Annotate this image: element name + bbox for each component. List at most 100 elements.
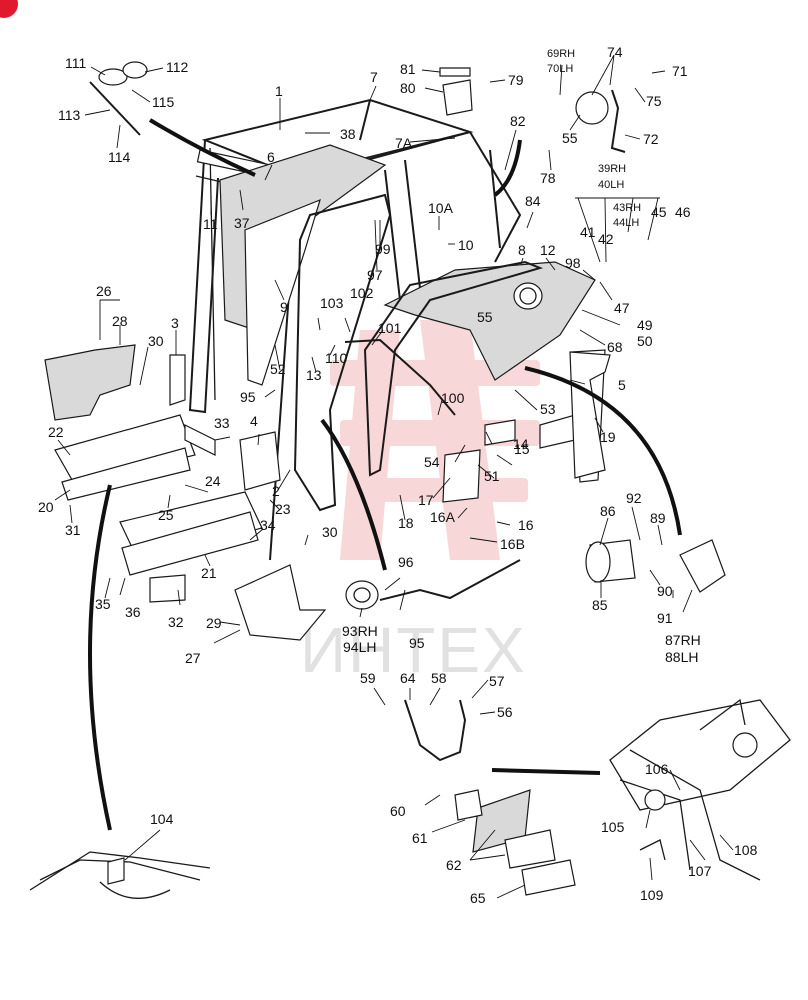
callout-36: 36 bbox=[125, 604, 141, 620]
callout-55-top: 55 bbox=[562, 130, 578, 146]
fuse-box bbox=[454, 789, 576, 896]
callout-29: 29 bbox=[206, 615, 222, 631]
callout-99: 99 bbox=[375, 241, 391, 257]
callout-87rh: 87RH bbox=[665, 632, 701, 648]
callout-74: 74 bbox=[607, 44, 623, 60]
callout-92: 92 bbox=[626, 490, 642, 506]
callout-104: 104 bbox=[150, 811, 174, 827]
callout-78: 78 bbox=[540, 170, 556, 186]
callout-75: 75 bbox=[646, 93, 662, 109]
callout-7: 7 bbox=[370, 69, 378, 85]
rear-fender bbox=[383, 261, 596, 381]
handle-80 bbox=[439, 67, 473, 116]
callout-19: 19 bbox=[600, 429, 616, 445]
corner-badge bbox=[0, 0, 18, 18]
callout-44lh: 44LH bbox=[613, 217, 639, 229]
wiring-harness bbox=[344, 338, 761, 881]
callout-11: 11 bbox=[203, 216, 218, 232]
callout-110: 110 bbox=[325, 350, 348, 366]
callout-107: 107 bbox=[688, 863, 712, 879]
callout-24: 24 bbox=[205, 473, 221, 489]
callout-30-lower: 30 bbox=[322, 524, 338, 540]
callout-14: 14 bbox=[513, 436, 529, 452]
callout-56: 56 bbox=[497, 704, 513, 720]
callout-115: 115 bbox=[152, 94, 175, 110]
callout-33: 33 bbox=[214, 415, 230, 431]
rear-lamp-85 bbox=[585, 539, 726, 593]
callout-46: 46 bbox=[675, 204, 691, 220]
callout-100: 100 bbox=[441, 390, 465, 406]
callout-9: 9 bbox=[280, 299, 288, 315]
door-glass-channel bbox=[244, 198, 321, 386]
callout-69rh: 69RH bbox=[547, 48, 575, 60]
callout-80: 80 bbox=[400, 80, 416, 96]
detail-view-104 bbox=[29, 851, 211, 899]
callout-28: 28 bbox=[112, 313, 128, 329]
callout-111: 111 bbox=[65, 55, 86, 71]
arrow-turn-lamp-to-door bbox=[320, 418, 387, 571]
callout-114: 114 bbox=[108, 149, 131, 165]
callout-89: 89 bbox=[650, 510, 666, 526]
mirror-111 bbox=[89, 61, 148, 136]
callout-27: 27 bbox=[185, 650, 201, 666]
callout-16: 16 bbox=[518, 517, 534, 533]
callout-68: 68 bbox=[607, 339, 623, 355]
callout-15: 15 bbox=[514, 441, 530, 457]
callout-labels: 1 6 7 7A 38 37 11 82 84 10A 10 99 97 9 8… bbox=[38, 44, 758, 906]
callout-34: 34 bbox=[260, 517, 276, 533]
callout-51: 51 bbox=[484, 468, 500, 484]
callout-38: 38 bbox=[340, 126, 356, 142]
callout-18: 18 bbox=[398, 515, 414, 531]
callout-55-front: 55 bbox=[477, 309, 493, 325]
callout-16b: 16B bbox=[500, 536, 525, 552]
callout-40lh: 40LH bbox=[598, 179, 624, 191]
callout-21: 21 bbox=[201, 565, 217, 581]
callout-53: 53 bbox=[540, 401, 556, 417]
callout-101: 101 bbox=[378, 320, 402, 336]
callout-65: 65 bbox=[470, 890, 486, 906]
callout-112: 112 bbox=[166, 59, 189, 75]
callout-62: 62 bbox=[446, 857, 462, 873]
arrow-detail-to-wiring bbox=[491, 768, 601, 775]
callout-37: 37 bbox=[234, 215, 250, 231]
callout-82: 82 bbox=[510, 113, 526, 129]
callout-42: 42 bbox=[598, 231, 614, 247]
callout-109: 109 bbox=[640, 887, 664, 903]
callout-50: 50 bbox=[637, 333, 653, 349]
watermark-text: ИНТЕХ bbox=[300, 614, 527, 686]
callout-45: 45 bbox=[651, 204, 667, 220]
callout-98: 98 bbox=[565, 255, 581, 271]
callout-81: 81 bbox=[400, 61, 416, 77]
callout-16a: 16A bbox=[430, 509, 456, 525]
callout-30-upper: 30 bbox=[148, 333, 164, 349]
callout-71: 71 bbox=[672, 63, 688, 79]
callout-3: 3 bbox=[171, 315, 179, 331]
callout-108: 108 bbox=[734, 842, 758, 858]
callout-22: 22 bbox=[48, 424, 64, 440]
callout-4: 4 bbox=[250, 413, 258, 429]
callout-103: 103 bbox=[320, 295, 344, 311]
callout-35: 35 bbox=[95, 596, 111, 612]
callout-60: 60 bbox=[390, 803, 406, 819]
watermark: ИНТЕХ bbox=[300, 320, 540, 686]
callout-20: 20 bbox=[38, 499, 54, 515]
callout-84: 84 bbox=[525, 193, 541, 209]
callout-17: 17 bbox=[418, 492, 434, 508]
callout-13: 13 bbox=[306, 367, 322, 383]
callout-95-upper: 95 bbox=[240, 389, 256, 405]
callout-59: 59 bbox=[360, 670, 376, 686]
floor-mats bbox=[54, 414, 263, 576]
callout-49: 49 bbox=[637, 317, 653, 333]
callout-12: 12 bbox=[540, 242, 556, 258]
callout-86: 86 bbox=[600, 503, 616, 519]
callout-85: 85 bbox=[592, 597, 608, 613]
callout-91: 91 bbox=[657, 610, 673, 626]
door-frame bbox=[293, 193, 392, 512]
callout-43rh: 43RH bbox=[613, 202, 641, 214]
callout-25: 25 bbox=[158, 507, 174, 523]
callout-8: 8 bbox=[518, 242, 526, 258]
callout-90: 90 bbox=[657, 583, 673, 599]
callout-102: 102 bbox=[350, 285, 374, 301]
callout-58: 58 bbox=[431, 670, 447, 686]
callout-72: 72 bbox=[643, 131, 659, 147]
